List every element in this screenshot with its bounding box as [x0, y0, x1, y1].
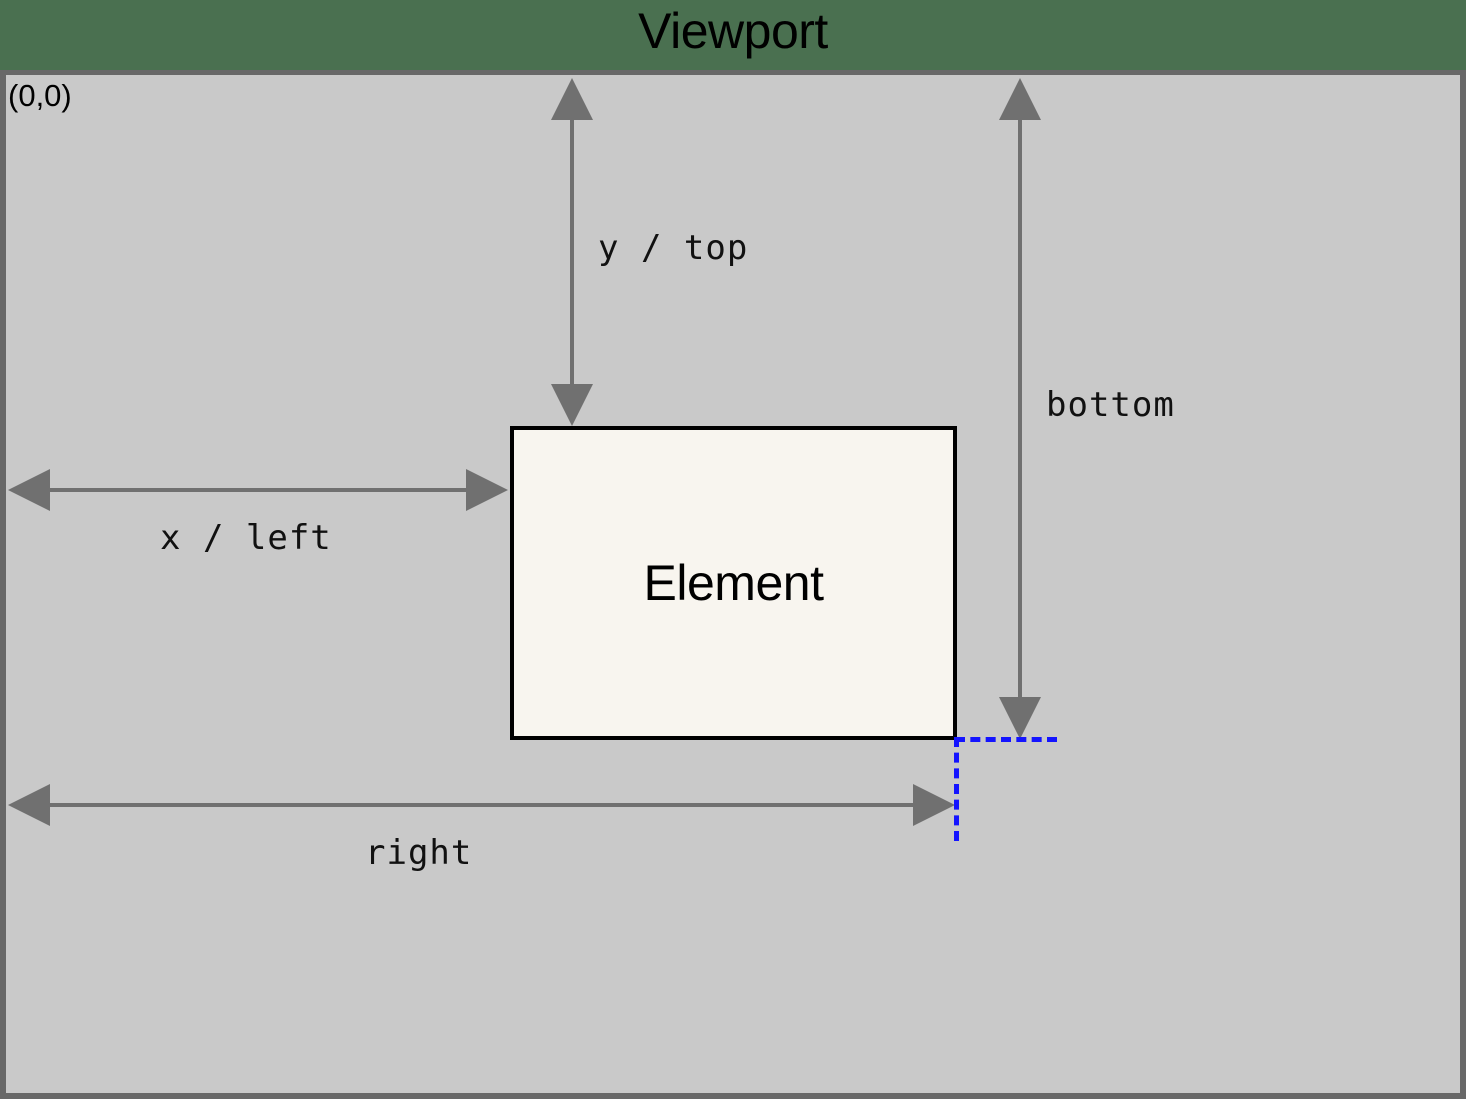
origin-coordinate-label: (0,0) — [8, 78, 72, 113]
dimension-label-right: right — [365, 833, 473, 873]
arrow-shaft — [30, 488, 470, 492]
dimension-label-x-left: x / left — [160, 518, 332, 558]
viewport-header-band: Viewport — [0, 0, 1466, 70]
dimension-label-y-top: y / top — [598, 228, 749, 268]
element-label: Element — [643, 555, 824, 611]
arrowhead-right-icon — [913, 784, 955, 826]
element-right-guide-line — [954, 737, 959, 841]
arrowhead-right-icon — [466, 469, 508, 511]
arrowhead-down-icon — [999, 697, 1041, 739]
arrow-shaft — [570, 100, 574, 390]
dimension-label-bottom: bottom — [1046, 385, 1175, 425]
element-bottom-guide-line — [955, 737, 1057, 742]
arrow-shaft — [30, 803, 916, 807]
page-title: Viewport — [638, 3, 828, 59]
element-rectangle: Element — [510, 426, 957, 740]
arrowhead-down-icon — [551, 384, 593, 426]
arrow-shaft — [1018, 100, 1022, 704]
